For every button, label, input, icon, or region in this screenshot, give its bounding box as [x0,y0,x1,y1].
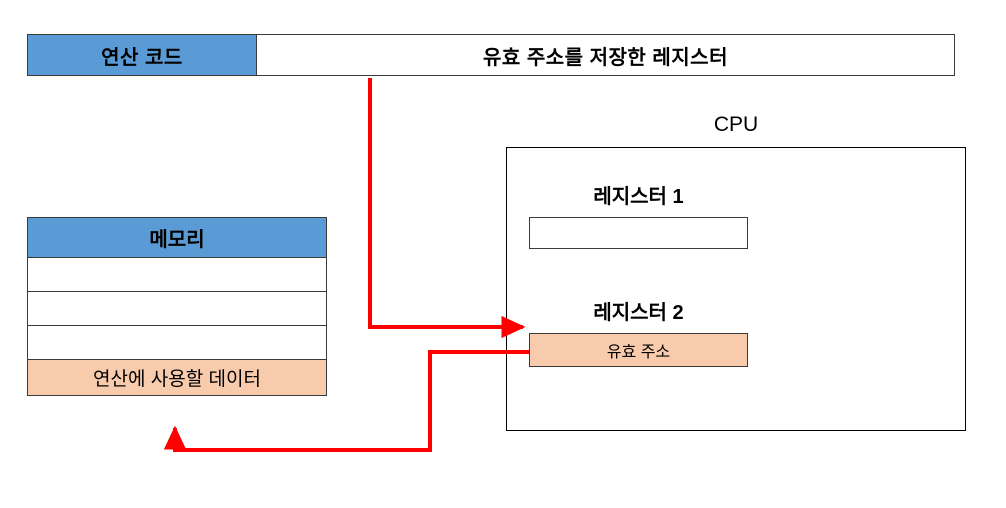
register1-box [529,217,748,249]
instruction-bar: 연산 코드 유효 주소를 저장한 레지스터 [27,34,955,76]
instruction-opcode-cell: 연산 코드 [27,34,257,76]
cpu-label: CPU [713,113,759,136]
register1-title: 레지스터 1 [593,186,684,208]
memory-header: 메모리 [27,217,327,257]
arrow-operand-to-register2 [368,78,526,339]
register2-title: 레지스터 2 [593,302,684,324]
memory-table: 메모리 연산에 사용할 데이터 [27,217,327,396]
instruction-operand-cell: 유효 주소를 저장한 레지스터 [257,34,955,76]
memory-row-empty-1 [27,257,327,291]
register2-box: 유효 주소 [529,333,748,367]
memory-row-empty-3 [27,325,327,359]
memory-row-empty-2 [27,291,327,325]
memory-data-row: 연산에 사용할 데이터 [27,359,327,396]
